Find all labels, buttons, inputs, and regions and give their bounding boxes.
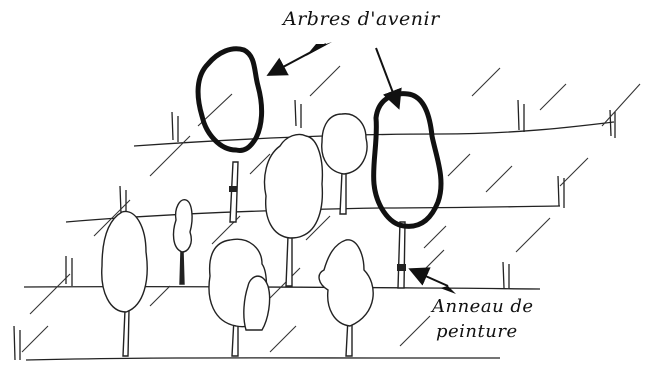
tree-back-center xyxy=(322,114,367,214)
future-tree-left xyxy=(198,49,262,222)
stakes xyxy=(14,100,615,360)
tree-front-right xyxy=(319,240,373,356)
paint-ring-label-line2: peinture xyxy=(436,321,518,342)
arrow-to-paint-ring xyxy=(412,270,448,286)
tree-small-left xyxy=(174,200,193,284)
tree-center-front xyxy=(209,239,270,356)
future-tree-right xyxy=(374,94,441,288)
tree-center-middle xyxy=(265,134,323,286)
future-trees-label: Arbres d'avenir xyxy=(283,8,440,30)
tree-large-left xyxy=(102,211,147,356)
paint-ring-right xyxy=(397,264,406,271)
paint-ring-label-line1: Anneau de xyxy=(432,296,534,317)
paint-ring-left xyxy=(229,186,237,192)
